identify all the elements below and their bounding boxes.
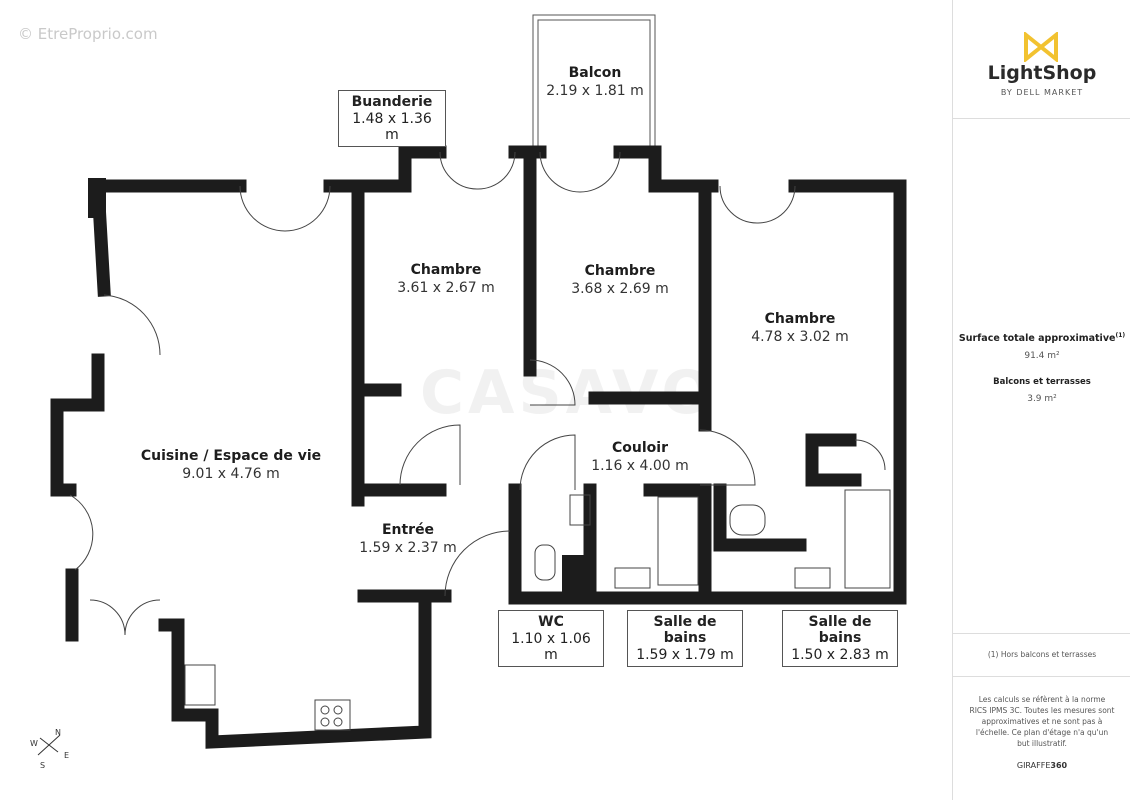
balcony-label: Balcons et terrasses [993,377,1091,387]
footnote: (1) Hors balcons et terrasses [987,650,1097,659]
logo-tagline: BY DELL MARKET [1000,88,1084,97]
logo-section: LightShop BY DELL MARKET [953,0,1130,119]
compass-n: N [55,728,61,737]
logo-text: LightShop [987,62,1097,84]
floor-plan: N S E W [30,14,907,770]
giraffe360-brand: GIRAFFE360 [1016,761,1068,770]
balcony-outline [532,14,656,150]
doors [69,151,891,731]
disclaimer: Les calculs se réfèrent à la norme RICS … [969,695,1115,748]
compass-s: S [40,761,45,770]
compass: N S E W [30,728,69,770]
surface-value: 91.4 m² [1024,351,1060,361]
balcony-value: 3.9 m² [1027,394,1057,404]
compass-w: W [30,739,38,748]
footnote-section: (1) Hors balcons et terrasses [953,633,1130,677]
info-sidebar: LightShop BY DELL MARKET Surface totale … [952,0,1130,800]
compass-e: E [64,751,69,760]
walls [50,145,907,749]
surface-label: Surface totale approximative(1) [958,332,1126,345]
lightshop-logo-icon [1024,32,1058,62]
watermark: © EtreProprio.com [18,25,158,43]
